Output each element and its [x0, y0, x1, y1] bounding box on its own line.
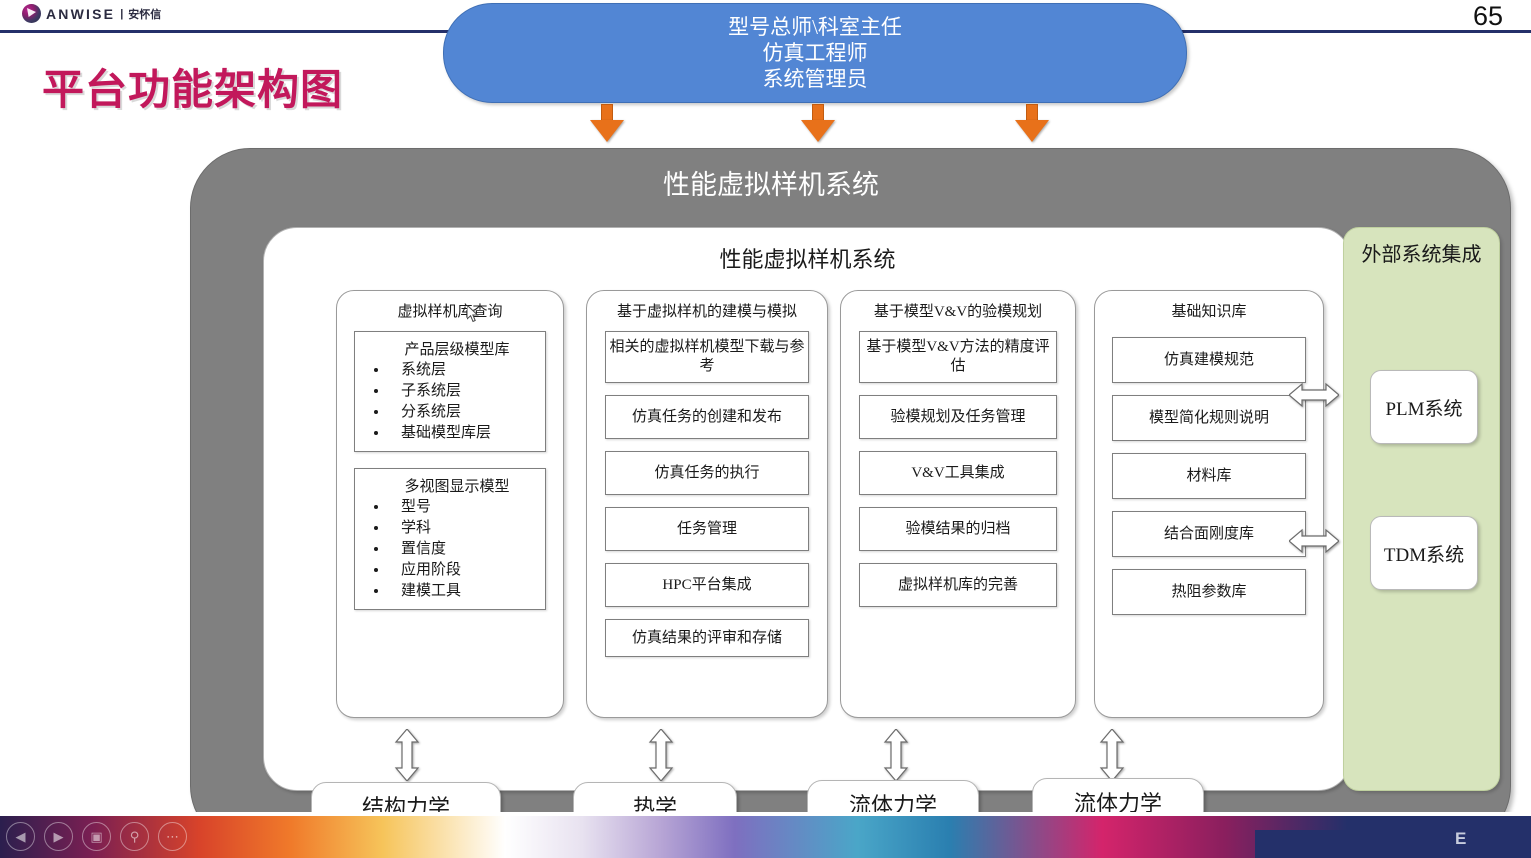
card-vv-accuracy-evaluation[interactable]: 基于模型V&V方法的精度评估 [859, 331, 1057, 383]
list-card-product-levels[interactable]: 产品层级模型库 系统层 子系统层 分系统层 基础模型库层 [354, 331, 546, 452]
slideshow-icon[interactable]: ▣ [82, 822, 111, 851]
menu-icon[interactable]: ⋯ [158, 822, 187, 851]
double-arrow-vertical-icon-1 [394, 729, 420, 781]
down-arrow-icon-3 [1015, 104, 1049, 142]
double-arrow-horizontal-icon-tdm [1289, 528, 1339, 554]
slide-number: 65 [1472, 1, 1503, 31]
brand-name-en: ANWISE [46, 5, 116, 22]
bottom-right-banner-text: E [1455, 829, 1469, 848]
double-arrow-vertical-icon-3 [883, 729, 909, 781]
card-thermal-resistance-library[interactable]: 热阻参数库 [1112, 569, 1306, 615]
card-joint-stiffness-library[interactable]: 结合面刚度库 [1112, 511, 1306, 557]
external-system-tdm[interactable]: TDM系统 [1370, 516, 1478, 590]
card-prototype-library-improve[interactable]: 虚拟样机库的完善 [859, 563, 1057, 607]
column-title: 基于模型V&V的验模规划 [873, 304, 1043, 320]
card-model-download[interactable]: 相关的虚拟样机模型下载与参考 [605, 331, 809, 383]
double-arrow-vertical-icon-2 [648, 729, 674, 781]
mouse-cursor-icon [466, 303, 480, 323]
card-result-review-storage[interactable]: 仿真结果的评审和存储 [605, 619, 809, 657]
card-simulation-modeling-spec[interactable]: 仿真建模规范 [1112, 337, 1306, 383]
taskbar-controls[interactable]: ◀ ▶ ▣ ⚲ ⋯ [6, 822, 187, 851]
zoom-icon[interactable]: ⚲ [120, 822, 149, 851]
list-card-items: 系统层 子系统层 分系统层 基础模型库层 [355, 360, 545, 444]
column-title: 基于虚拟样机的建模与模拟 [616, 304, 797, 320]
down-arrow-icon-1 [590, 104, 624, 142]
list-item: 学科 [389, 518, 545, 539]
column-modeling-simulation[interactable]: 基于虚拟样机的建模与模拟 相关的虚拟样机模型下载与参考 仿真任务的创建和发布 仿… [586, 290, 828, 718]
role-line-3: 系统管理员 [762, 67, 868, 91]
card-vv-result-archive[interactable]: 验模结果的归档 [859, 507, 1057, 551]
role-line-1: 型号总师\科室主任 [728, 15, 902, 39]
card-task-execute[interactable]: 仿真任务的执行 [605, 451, 809, 495]
list-card-head: 多视图显示模型 [404, 479, 510, 495]
role-line-2: 仿真工程师 [762, 41, 868, 65]
column-vv-planning[interactable]: 基于模型V&V的验模规划 基于模型V&V方法的精度评估 验模规划及任务管理 V&… [840, 290, 1076, 718]
bottom-right-banner [1255, 830, 1531, 858]
system-inner-container: 性能虚拟样机系统 虚拟样机库查询 产品层级模型库 系统层 子系统层 分系统层 基… [263, 227, 1352, 791]
card-material-library[interactable]: 材料库 [1112, 453, 1306, 499]
list-item: 应用阶段 [389, 560, 545, 581]
card-task-management[interactable]: 任务管理 [605, 507, 809, 551]
anwise-logo-icon [22, 4, 41, 23]
system-inner-title: 性能虚拟样机系统 [719, 247, 896, 272]
external-system-plm[interactable]: PLM系统 [1370, 370, 1478, 444]
bottom-white-strip [0, 812, 1531, 818]
list-card-items: 型号 学科 置信度 应用阶段 建模工具 [355, 497, 545, 602]
card-hpc-integration[interactable]: HPC平台集成 [605, 563, 809, 607]
list-item: 基础模型库层 [389, 423, 545, 444]
list-card-multiview-model[interactable]: 多视图显示模型 型号 学科 置信度 应用阶段 建模工具 [354, 468, 546, 610]
external-systems-panel: 外部系统集成 PLM系统 TDM系统 [1343, 227, 1500, 791]
card-vv-tool-integration[interactable]: V&V工具集成 [859, 451, 1057, 495]
previous-icon[interactable]: ◀ [6, 822, 35, 851]
down-arrow-icon-2 [801, 104, 835, 142]
double-arrow-vertical-icon-4 [1099, 729, 1125, 781]
column-knowledge-base[interactable]: 基础知识库 仿真建模规范 模型简化规则说明 材料库 结合面刚度库 热阻参数库 [1094, 290, 1324, 718]
brand-logo: ANWISE | 安怀信 [22, 4, 161, 23]
list-item: 分系统层 [389, 402, 545, 423]
column-title: 虚拟样机库查询 [397, 304, 503, 320]
column-prototype-library-query[interactable]: 虚拟样机库查询 产品层级模型库 系统层 子系统层 分系统层 基础模型库层 多视图… [336, 290, 564, 718]
play-icon[interactable]: ▶ [44, 822, 73, 851]
roles-box: 型号总师\科室主任 仿真工程师 系统管理员 [443, 3, 1187, 103]
brand-name-cn: 安怀信 [128, 8, 162, 21]
page-title: 平台功能架构图 [42, 66, 344, 113]
double-arrow-horizontal-icon-plm [1289, 382, 1339, 408]
list-item: 系统层 [389, 360, 545, 381]
list-item: 置信度 [389, 539, 545, 560]
list-item: 型号 [389, 497, 545, 518]
column-title: 基础知识库 [1171, 304, 1247, 320]
card-task-create-publish[interactable]: 仿真任务的创建和发布 [605, 395, 809, 439]
list-card-head: 产品层级模型库 [404, 342, 510, 358]
list-item: 子系统层 [389, 381, 545, 402]
system-outer-title: 性能虚拟样机系统 [663, 170, 879, 200]
external-systems-title: 外部系统集成 [1361, 244, 1482, 266]
list-item: 建模工具 [389, 581, 545, 602]
system-outer-container: 性能虚拟样机系统 性能虚拟样机系统 虚拟样机库查询 产品层级模型库 系统层 子系… [190, 148, 1511, 846]
card-vv-plan-task-management[interactable]: 验模规划及任务管理 [859, 395, 1057, 439]
brand-separator: | [120, 7, 124, 20]
card-model-simplification-rules[interactable]: 模型简化规则说明 [1112, 395, 1306, 441]
